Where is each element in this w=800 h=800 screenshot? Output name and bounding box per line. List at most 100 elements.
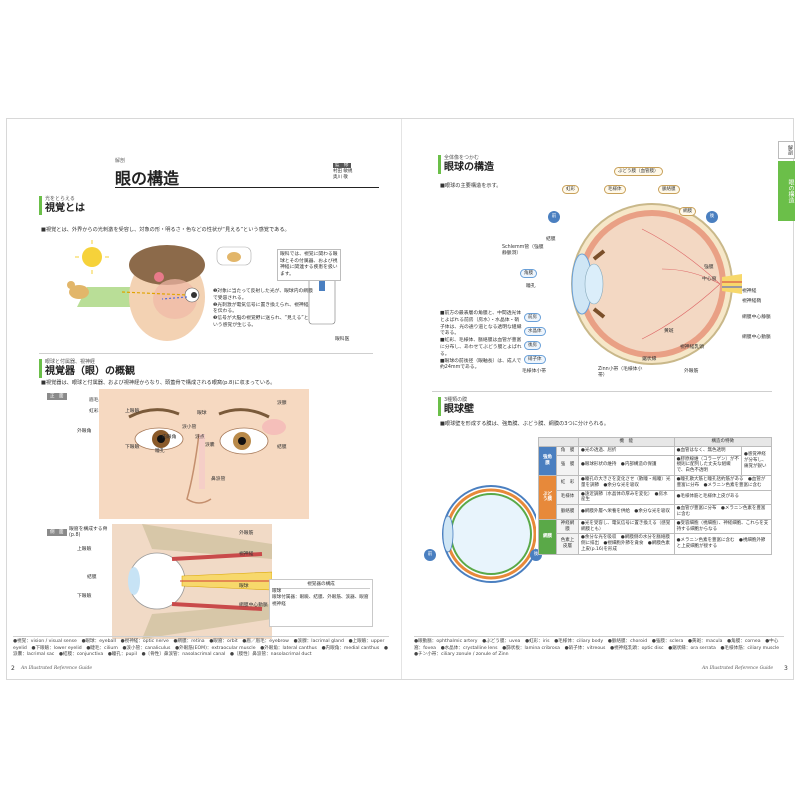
supervisor-2: 奥川 敬 [333, 175, 348, 180]
label-lower-lid: 下眼瞼 [125, 445, 140, 450]
label-side-upper-lid: 上眼瞼 [77, 547, 92, 552]
divider [39, 353, 373, 354]
right-page: 解剖 眼の構造 全体像をつかむ 眼球の構造 ■眼球の主要構造を示す。 ぶどう膜（… [402, 119, 795, 679]
side-tag: 側 面 [47, 529, 67, 536]
legend-title: 視覚器の構成 [272, 582, 370, 590]
label-crv: 網膜中心静脈 [742, 315, 771, 320]
label-eyeball: 眼球 [197, 411, 207, 416]
left-category: 解剖 [115, 158, 126, 164]
right-page-number: 3 [784, 665, 788, 672]
table-row: 網膜 神経網膜 ●光を受容し、電気信号に置き換える（感覚網膜とも） ●受容細胞（… [538, 518, 773, 555]
dog-icon [69, 285, 89, 299]
eyeball-cross-section [571, 203, 742, 365]
col-func: 機 能 [578, 437, 675, 447]
label-cra: 網膜中心動脈 [239, 603, 268, 608]
label-lateral-canthus: 外眼角 [77, 429, 92, 434]
table-row: 毛様体 ●遠近調節（水晶体の厚みを変化） ●房水産生 ●毛様体筋と毛様体上皮があ… [539, 489, 773, 506]
label-fovea: 中心窩 [702, 277, 717, 282]
row-name: 角 膜 [556, 445, 579, 456]
row-func: ●光の透過、屈折 [578, 445, 675, 456]
front-tag: 正 面 [47, 393, 67, 400]
divider-r [432, 391, 772, 392]
step-3: ❸信号が大脳の視覚野に送られ、“見える”という感覚が生じる。 [213, 316, 309, 328]
doctor-callout: 眼科では、視覚に関わる眼球とその付属器、および視神経に関連する疾患を扱います。 [277, 249, 341, 281]
sec1-text: ■視覚とは、外界からの光刺激を受容し、対象の形・明るさ・色などの性状が“見える”… [41, 227, 290, 233]
row-feat: ●血管はなく、無色透明 [673, 445, 743, 456]
sec1-header: 光をとらえる 視覚とは [39, 196, 85, 215]
row-func: ●余分な光を吸収 ●網膜側の水分を脈絡膜側に排出 ●視細胞外節を貪食 ●網膜色素… [578, 533, 675, 555]
row-func: ●瞳孔の大きさを変化させ（散瞳・縮瞳）光量を調節 ●余分な光を吸収 [578, 474, 675, 491]
label-retina: 網膜 [679, 207, 696, 216]
sec4-header: 3種類の膜 眼球壁 [438, 397, 474, 416]
row-feat: ●メラニン色素を豊富に含む ●視細胞外節と上皮細胞が接する [673, 533, 773, 555]
label-nerve-sheath: 視神経鞘 [742, 299, 762, 304]
sec3-sub: 全体像をつかむ [444, 155, 480, 161]
step-2: ❷光刺激が電気信号に置き換えられ、視神経を伝わる。 [213, 302, 309, 315]
right-glossary: ●眼動脈：ophthalmic artery ●ぶどう膜：uvea ●虹彩：ir… [414, 636, 784, 659]
sec1-sub: 光をとらえる [45, 196, 75, 202]
label-eyebrow: 眉毛 [89, 398, 99, 403]
label-lens: 水晶体 [524, 327, 546, 336]
tab-eye-structure[interactable]: 眼の構造 [778, 161, 795, 221]
label-side-optic-nerve: 視神経 [239, 552, 254, 557]
label-vitreous: 硝子体 [524, 355, 546, 364]
page-title: 眼の構造 [115, 169, 180, 188]
label-iris-r: 虹彩 [562, 185, 579, 194]
row-func: ●網膜外層へ栄養を供給 ●余分な光を吸収 [578, 504, 675, 520]
vision-steps: ❶対象に当たって反射した光が、眼球内の網膜で受容される。 ❷光刺激が電気信号に置… [213, 289, 313, 330]
note-3: ■眼球の前後径（眼軸長）は、成人で約24mmである。 [440, 358, 522, 371]
row-name: 虹 彩 [556, 474, 579, 491]
label-cornea: 角膜 [520, 269, 537, 278]
label-punctum: 涙点 [195, 435, 205, 440]
face-front-illustration [99, 389, 309, 519]
row-name: 色素上皮層 [556, 533, 579, 555]
table-row: 強 膜 ●眼球形状の維持 ●内部構造の保護 ●膠原線維（コラーゲン）が不規則に配… [539, 454, 772, 476]
wall-front-marker: 前 [424, 549, 436, 561]
supervisor-label: 監 修 [333, 163, 351, 168]
table-row: 強角膜 角 膜 ●光の透過、屈折 ●血管はなく、無色透明 ●感覚神経が分布し、痛… [538, 445, 772, 476]
row-func: ●遠近調節（水晶体の厚みを変化） ●房水産生 [578, 489, 675, 506]
label-lacrimal-sac: 涙嚢 [205, 443, 215, 448]
label-sclera: 強膜 [704, 265, 714, 270]
sec3-title: 眼球の構造 [444, 162, 494, 173]
vision-illustration [67, 240, 336, 341]
front-marker: 前 [548, 211, 560, 223]
label-lacrimal-gland: 涙腺 [277, 401, 287, 406]
row-name: 毛様体 [556, 489, 579, 506]
table-row: ぶどう膜 虹 彩 ●瞳孔の大きさを変化させ（散瞳・縮瞳）光量を調節 ●余分な光を… [538, 474, 773, 520]
row-feat: ●毛様体筋と毛様体上皮がある [673, 489, 773, 506]
title-rule [115, 187, 379, 188]
sec4-sub: 3種類の膜 [444, 397, 468, 403]
row-func: ●眼球形状の維持 ●内部構造の保護 [578, 454, 675, 476]
sec4-text: ■眼球壁を形成する膜は、強角膜、ぶどう膜、網膜の3つに分けられる。 [440, 421, 610, 427]
sec2-title: 視覚器（眼）の概観 [45, 366, 135, 377]
sec3-notes: ■前方の最表層の角膜と、中間透光体とよばれる前房（房水）・水晶体・硝子体は、光の… [440, 311, 522, 372]
left-page-number: 2 [11, 665, 15, 672]
tab-anatomy[interactable]: 解剖 [778, 141, 795, 159]
left-footer: An Illustrated Reference Guide [21, 666, 93, 671]
back-marker: 後 [706, 211, 718, 223]
label-eom-r: 外眼筋 [684, 369, 699, 374]
gutter [401, 119, 402, 679]
note-1: ■前方の最表層の角膜と、中間透光体とよばれる前房（房水）・水晶体・硝子体は、光の… [440, 311, 522, 337]
row-extra: ●感覚神経が分布し、痛覚が鋭い [741, 445, 772, 476]
legend-item-2: 眼球付属器：眼瞼、結膜、外眼筋、涙器、眼窩 [272, 595, 369, 601]
label-canaliculus: 涙小管 [182, 425, 197, 430]
label-zinn: Zinn小帯（毛様体小帯） [598, 367, 643, 378]
label-pupil: 瞳孔 [155, 449, 165, 454]
label-nasolacrimal-duct: 鼻涙管 [211, 477, 226, 482]
label-eom: 外眼筋 [239, 531, 254, 536]
book-spread: 解剖 眼の構造 監 修 村田 敏規 奥川 敬 光をとらえる 視覚とは ■視覚とは… [6, 118, 795, 680]
supervisor-1: 村田 敏規 [333, 169, 353, 174]
label-medial-canthus: 内眼角 [162, 435, 177, 440]
group-uvea: ぶどう膜 [538, 474, 557, 520]
label-cra-r: 網膜中心動脈 [742, 335, 771, 340]
group-retina: 網膜 [538, 518, 557, 555]
label-optic-disc: 視神経乳頭 [680, 345, 704, 350]
supervisors: 監 修 村田 敏規 奥川 敬 [333, 163, 352, 181]
label-anterior-chamber: 前房 [524, 313, 541, 322]
row-feat: ●血管が豊富に分布 ●メラニン色素を豊富に含む [673, 504, 773, 520]
table-row: 色素上皮層 ●余分な光を吸収 ●網膜側の水分を脈絡膜側に排出 ●視細胞外節を貪食… [539, 533, 773, 555]
label-side-lower-lid: 下眼瞼 [77, 594, 92, 599]
left-glossary: ●視覚：vision / visual sense ●眼球：eyeball ●視… [13, 636, 389, 659]
